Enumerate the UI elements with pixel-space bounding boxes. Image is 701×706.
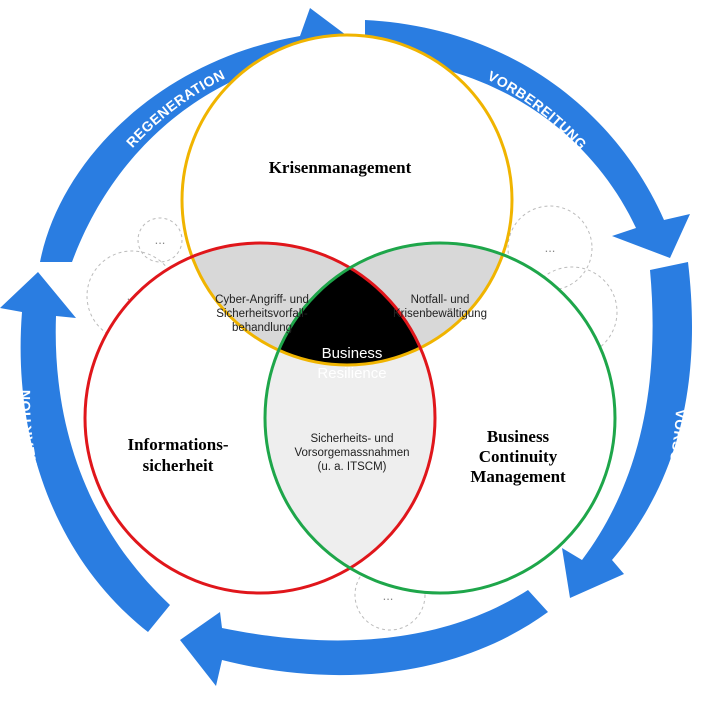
ellipsis-5: ... bbox=[383, 588, 394, 603]
ellipsis-3: ... bbox=[545, 240, 556, 255]
overlap-center bbox=[265, 243, 435, 365]
title-krisenmanagement: Krisenmanagement bbox=[269, 158, 412, 177]
overlap-cyber-2: Sicherheitsvorfall- bbox=[216, 308, 308, 320]
overlap-sicher-1: Sicherheits- und bbox=[310, 433, 393, 445]
title-info-1: Informations- bbox=[127, 435, 228, 454]
arrow-regeneration bbox=[40, 8, 350, 262]
overlap-sicher-2: Vorsorgemassnahmen bbox=[294, 447, 409, 459]
overlap-cyber-3: behandlung bbox=[232, 322, 292, 334]
ellipsis-1: ... bbox=[155, 232, 166, 247]
ellipsis-2: ... bbox=[127, 288, 138, 303]
circle-bcm bbox=[263, 241, 617, 595]
title-info-2: sicherheit bbox=[143, 456, 214, 475]
overlap-notfall-2: Krisenbewältigung bbox=[393, 308, 487, 320]
label-schutz: SCHUTZ bbox=[330, 680, 390, 696]
circle-informationssicherheit bbox=[83, 241, 437, 595]
title-bcm-3: Management bbox=[470, 467, 566, 486]
overlap-cyber-1: Cyber-Angriff- und bbox=[215, 294, 309, 306]
arrow-reaktion bbox=[0, 272, 170, 632]
circle-krisenmanagement bbox=[180, 33, 514, 367]
arrow-schutz bbox=[180, 590, 548, 686]
arrow-vorsorge bbox=[562, 262, 693, 598]
overlap-notfall-1: Notfall- und bbox=[411, 294, 470, 306]
overlap-sicher-3: (u. a. ITSCM) bbox=[317, 461, 386, 473]
center-label-1: Business bbox=[322, 345, 383, 362]
center-label-2: Resilience bbox=[317, 365, 386, 382]
title-bcm-1: Business bbox=[487, 427, 550, 446]
title-bcm-2: Continuity bbox=[479, 447, 558, 466]
